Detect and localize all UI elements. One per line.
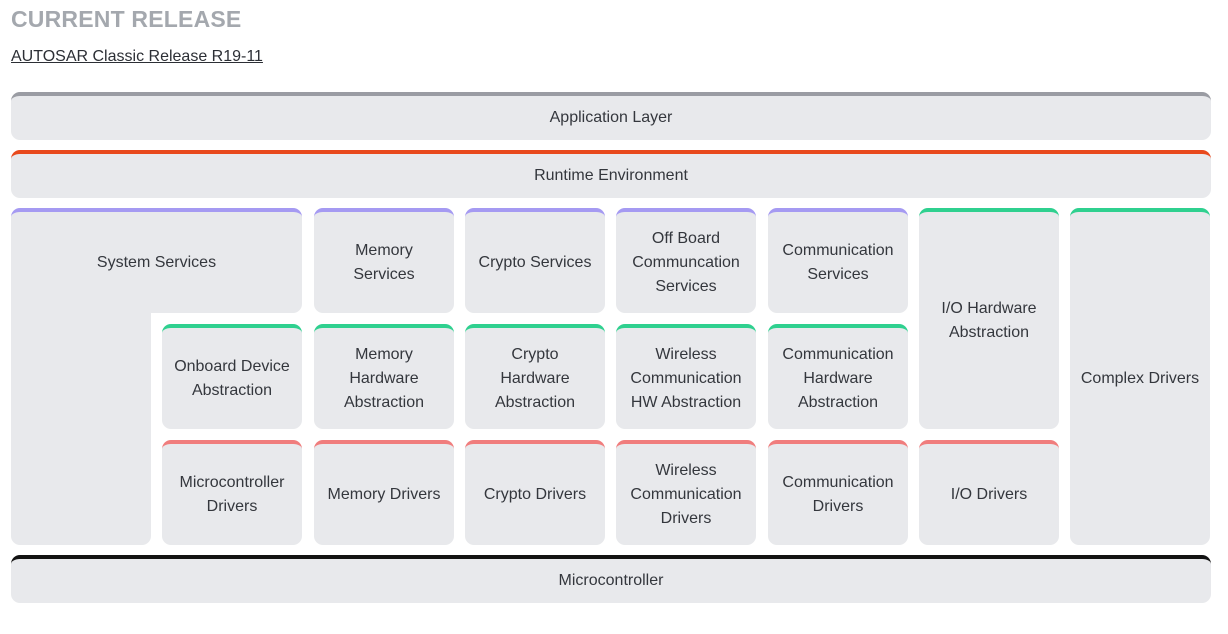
crypto-drivers-label: Crypto Drivers [483, 485, 587, 503]
crypto-drivers-block[interactable]: Crypto Drivers [465, 440, 605, 545]
memory-drivers-label: Memory Drivers [327, 485, 441, 503]
application-layer-block[interactable]: Application Layer [11, 92, 1211, 140]
runtime-environment-label: Runtime Environment [534, 167, 688, 184]
release-link[interactable]: AUTOSAR Classic Release R19-11 [11, 48, 263, 65]
system-services-lower-extension [11, 304, 151, 545]
complex-drivers-label: Complex Drivers [1080, 369, 1200, 387]
page-title: CURRENT RELEASE [11, 6, 242, 32]
memory-drivers-block[interactable]: Memory Drivers [314, 440, 454, 545]
crypto-services-label: Crypto Services [478, 253, 592, 271]
application-layer-label: Application Layer [549, 109, 673, 126]
microcontroller-block[interactable]: Microcontroller [11, 555, 1211, 603]
complex-drivers-block[interactable]: Complex Drivers [1070, 208, 1210, 545]
crypto-services-block[interactable]: Crypto Services [465, 208, 605, 313]
runtime-environment-block[interactable]: Runtime Environment [11, 150, 1211, 198]
io-drivers-label: I/O Drivers [950, 485, 1028, 503]
microcontroller-label: Microcontroller [558, 572, 664, 589]
system-services-block[interactable]: System Services [11, 208, 302, 313]
io-drivers-block[interactable]: I/O Drivers [919, 440, 1059, 545]
system-services-label: System Services [96, 253, 217, 271]
